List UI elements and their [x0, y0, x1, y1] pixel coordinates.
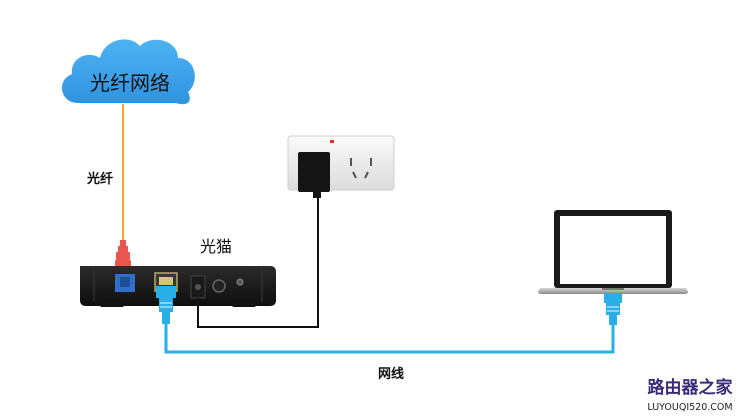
modem-label: 光猫 — [200, 237, 232, 256]
wall-socket — [287, 135, 395, 198]
watermark-url: LUYOUQI520.COM — [647, 402, 732, 413]
ethernet-plug-modem — [156, 286, 176, 324]
reset-button — [236, 278, 244, 286]
power-button — [212, 279, 226, 293]
fiber-label: 光纤 — [86, 171, 113, 187]
ethernet-cable — [164, 324, 615, 354]
ethernet-plug-laptop — [604, 293, 622, 325]
power-adapter — [298, 152, 330, 192]
laptop-icon — [538, 210, 688, 294]
power-cable — [197, 197, 319, 328]
cloud-icon — [61, 39, 195, 105]
cloud-label: 光纤网络 — [90, 71, 170, 95]
modem-device — [80, 266, 276, 307]
ethernet-label: 网线 — [378, 366, 404, 382]
watermark-title: 路由器之家 — [648, 377, 733, 398]
